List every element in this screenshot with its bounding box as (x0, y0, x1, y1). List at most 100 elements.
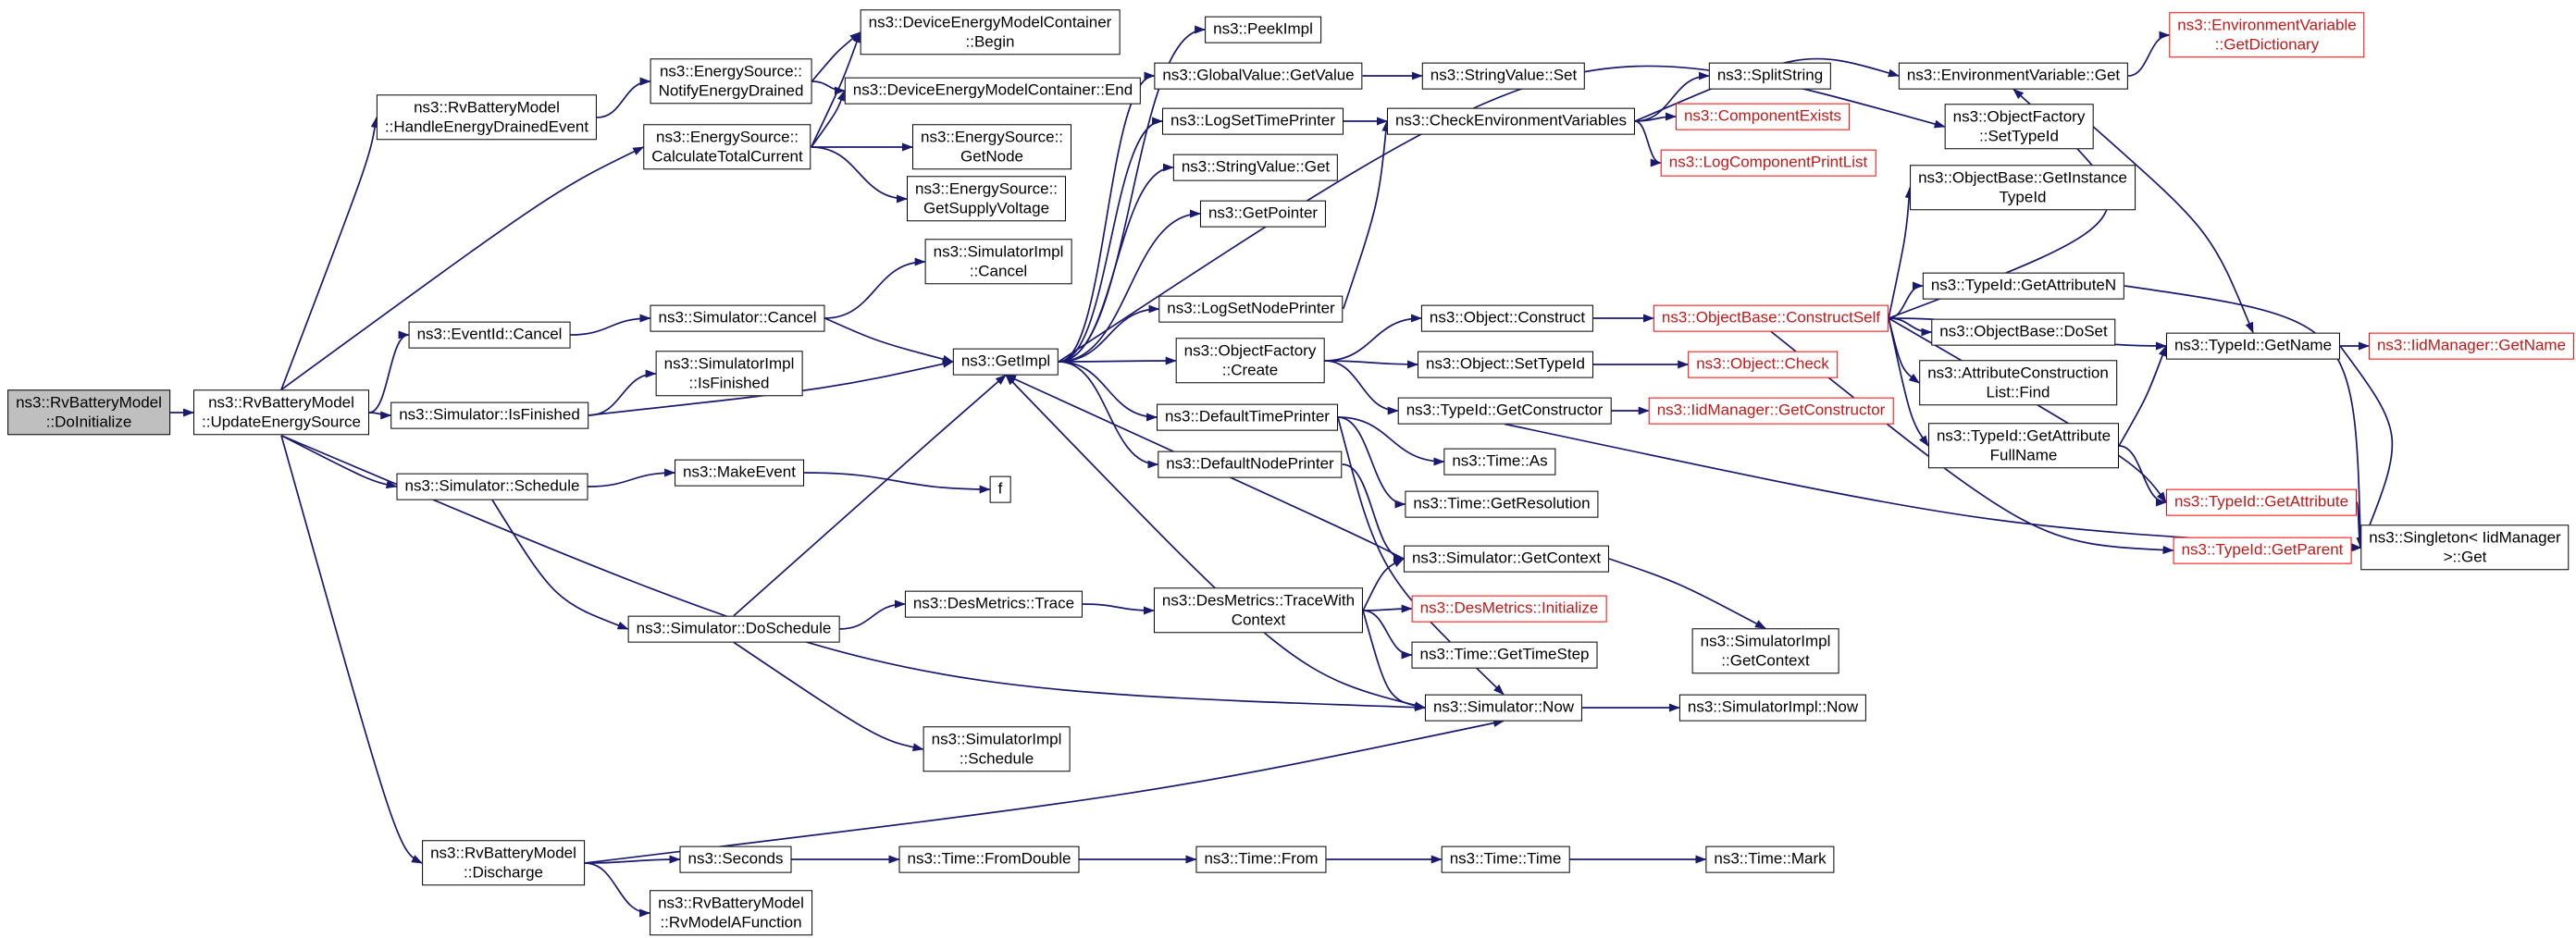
node-label: ns3::GlobalValue::GetValue (1162, 66, 1355, 84)
graph-node-desTrace[interactable]: ns3::DesMetrics::Trace (904, 590, 1084, 618)
graph-node-simNow[interactable]: ns3::Simulator::Now (1424, 694, 1583, 722)
graph-node-calculateTotalCurrent[interactable]: ns3::EnergySource::CalculateTotalCurrent (643, 124, 811, 170)
node-label: ::Schedule (959, 749, 1034, 767)
node-label: ns3::SimulatorImpl (1700, 632, 1831, 650)
graph-node-envGet[interactable]: ns3::EnvironmentVariable::Get (1898, 62, 2129, 90)
graph-node-tidGetParent[interactable]: ns3::TypeId::GetParent (2173, 537, 2352, 564)
graph-node-simImplIsFinished[interactable]: ns3::SimulatorImpl::IsFinished (655, 351, 803, 397)
edge-eventIdCancel--simCancel (570, 314, 651, 336)
graph-node-splitString[interactable]: ns3::SplitString (1708, 62, 1832, 90)
node-label: ns3::SimulatorImpl::Now (1687, 697, 1859, 716)
graph-node-rvModelAFunction[interactable]: ns3::RvBatteryModel::RvModelAFunction (650, 890, 812, 936)
graph-node-envGetDictionary[interactable]: ns3::EnvironmentVariable::GetDictionary (2169, 12, 2365, 58)
graph-node-timeMark[interactable]: ns3::Time::Mark (1705, 845, 1835, 873)
graph-node-obDoSet[interactable]: ns3::ObjectBase::DoSet (1931, 318, 2116, 346)
graph-node-componentExists[interactable]: ns3::ComponentExists (1675, 103, 1851, 130)
edge-simGetContext--simImplGetContext (1608, 558, 1766, 630)
graph-node-logSetTimePrinter[interactable]: ns3::LogSetTimePrinter (1162, 107, 1344, 135)
edge-getImpl--logSetNodePrinter (1059, 304, 1160, 363)
node-label: ns3::Time::GetTimeStep (1419, 645, 1590, 663)
graph-node-demcBegin[interactable]: ns3::DeviceEnergyModelContainer::Begin (860, 9, 1121, 56)
node-label: ns3::StringValue::Get (1181, 157, 1331, 176)
graph-node-ofSetTypeId[interactable]: ns3::ObjectFactory::SetTypeId (1944, 104, 2094, 150)
edge-constructSelf--getInstanceTypeId (1888, 187, 1913, 319)
graph-node-svGet[interactable]: ns3::StringValue::Get (1172, 154, 1339, 181)
graph-node-timeFrom[interactable]: ns3::Time::From (1195, 845, 1327, 873)
graph-node-tidGetAttribute[interactable]: ns3::TypeId::GetAttribute (2165, 488, 2358, 516)
graph-node-simSchedule[interactable]: ns3::Simulator::Schedule (396, 473, 588, 500)
graph-node-timeAs[interactable]: ns3::Time::As (1443, 448, 1556, 475)
graph-node-objCheck[interactable]: ns3::Object::Check (1688, 351, 1838, 378)
graph-node-simImplCancel[interactable]: ns3::SimulatorImpl::Cancel (924, 239, 1072, 285)
graph-node-doSchedule[interactable]: ns3::Simulator::DoSchedule (627, 615, 840, 643)
node-label: ::DoInitialize (45, 413, 132, 430)
node-label: ns3::DesMetrics::Initialize (1419, 599, 1599, 617)
graph-node-logComponentPrintList[interactable]: ns3::LogComponentPrintList (1660, 149, 1876, 177)
graph-node-timeGetResolution[interactable]: ns3::Time::GetResolution (1405, 490, 1599, 518)
graph-node-objConstruct[interactable]: ns3::Object::Construct (1420, 304, 1594, 332)
graph-node-updateEnergySource[interactable]: ns3::RvBatteryModel::UpdateEnergySource (193, 389, 369, 436)
node-label: ns3::TypeId::GetName (2174, 336, 2333, 354)
graph-node-discharge[interactable]: ns3::RvBatteryModel::Discharge (422, 840, 585, 886)
graph-node-tidGetConstructor[interactable]: ns3::TypeId::GetConstructor (1397, 397, 1612, 425)
graph-node-ofCreate[interactable]: ns3::ObjectFactory::Create (1175, 338, 1325, 384)
graph-node-simImplSchedule[interactable]: ns3::SimulatorImpl::Schedule (923, 726, 1071, 772)
graph-node-gvGetValue[interactable]: ns3::GlobalValue::GetValue (1154, 62, 1363, 90)
graph-node-iidGetConstructor[interactable]: ns3::IidManager::GetConstructor (1648, 397, 1894, 425)
graph-node-simIsFinished[interactable]: ns3::Simulator::IsFinished (390, 401, 588, 429)
node-label: ns3::Simulator::Schedule (404, 476, 580, 495)
graph-node-esGetSupplyVoltage[interactable]: ns3::EnergySource::GetSupplyVoltage (906, 176, 1067, 222)
graph-node-logSetNodePrinter[interactable]: ns3::LogSetNodePrinter (1158, 295, 1344, 323)
graph-node-peekImpl[interactable]: ns3::PeekImpl (1205, 16, 1321, 43)
graph-node-simImplNow[interactable]: ns3::SimulatorImpl::Now (1678, 694, 1867, 722)
graph-node-defaultNodePrinter[interactable]: ns3::DefaultNodePrinter (1158, 450, 1343, 478)
graph-node-simGetContext[interactable]: ns3::Simulator::GetContext (1403, 545, 1610, 573)
node-label: ns3::Simulator::GetContext (1411, 549, 1602, 567)
edge-makeEvent--f (803, 472, 991, 494)
graph-node-objSetTypeId[interactable]: ns3::Object::SetTypeId (1418, 351, 1593, 378)
graph-node-svSet[interactable]: ns3::StringValue::Set (1421, 62, 1586, 90)
graph-node-singletonGet[interactable]: ns3::Singleton< IidManager>::Get (2360, 525, 2570, 571)
graph-node-seconds[interactable]: ns3::Seconds (679, 845, 792, 873)
node-label: ::GetContext (1721, 651, 1810, 669)
graph-node-makeEvent[interactable]: ns3::MakeEvent (675, 459, 804, 487)
node-label: ns3::ObjectFactory (1183, 341, 1317, 360)
graph-node-getImpl[interactable]: ns3::GetImpl (952, 348, 1059, 376)
graph-node-demcEnd[interactable]: ns3::DeviceEnergyModelContainer::End (844, 77, 1142, 105)
node-label: ns3::EnergySource:: (659, 62, 803, 80)
graph-node-timeTime[interactable]: ns3::Time::Time (1441, 845, 1570, 873)
graph-node-timeFromDouble[interactable]: ns3::Time::FromDouble (898, 845, 1080, 873)
graph-node-timeGetTimeStep[interactable]: ns3::Time::GetTimeStep (1411, 641, 1598, 669)
graph-node-tidGetName[interactable]: ns3::TypeId::GetName (2165, 332, 2341, 360)
graph-node-constructSelf[interactable]: ns3::ObjectBase::ConstructSelf (1653, 304, 1889, 332)
graph-node-getPointer[interactable]: ns3::GetPointer (1199, 200, 1327, 228)
graph-node-notifyEnergyDrained[interactable]: ns3::EnergySource::NotifyEnergyDrained (650, 58, 812, 105)
edge-getImpl--ofCreate (1059, 356, 1177, 365)
graph-node-esGetNode[interactable]: ns3::EnergySource::GetNode (911, 124, 1072, 170)
edge-getImpl--logSetTimePrinter (1059, 117, 1164, 363)
graph-node-tidGetAttributeN[interactable]: ns3::TypeId::GetAttributeN (1922, 272, 2125, 300)
edge-constructSelf--obDoSet (1889, 317, 1933, 337)
graph-node-simImplGetContext[interactable]: ns3::SimulatorImpl::GetContext (1691, 628, 1839, 674)
graph-node-checkEnv[interactable]: ns3::CheckEnvironmentVariables (1386, 107, 1636, 135)
graph-node-handleEnergyDrainedEvent[interactable]: ns3::RvBatteryModel::HandleEnergyDrained… (376, 94, 598, 141)
graph-node-f[interactable]: f (989, 475, 1011, 503)
node-label: ns3::LogSetTimePrinter (1170, 111, 1335, 130)
graph-node-doInitialize[interactable]: ns3::RvBatteryModel::DoInitialize (7, 389, 170, 436)
graph-node-defaultTimePrinter[interactable]: ns3::DefaultTimePrinter (1157, 403, 1338, 431)
node-label: ::Create (1221, 361, 1279, 378)
graph-node-iidGetName[interactable]: ns3::IidManager::GetName (2368, 332, 2575, 360)
graph-node-desInitialize[interactable]: ns3::DesMetrics::Initialize (1411, 595, 1607, 623)
edge-defaultTimePrinter--timeGetResolution (1337, 416, 1406, 509)
graph-node-simCancel[interactable]: ns3::Simulator::Cancel (650, 304, 825, 332)
edge-getImpl--gvGetValue (1059, 71, 1156, 363)
graph-node-eventIdCancel[interactable]: ns3::EventId::Cancel (408, 321, 571, 349)
node-label: ns3::ObjectFactory (1952, 107, 2086, 126)
edge-checkEnv--logComponentPrintList (1634, 120, 1662, 167)
node-label: ns3::DesMetrics::Trace (912, 594, 1075, 612)
edge-discharge--rvModelAFunction (584, 862, 651, 918)
